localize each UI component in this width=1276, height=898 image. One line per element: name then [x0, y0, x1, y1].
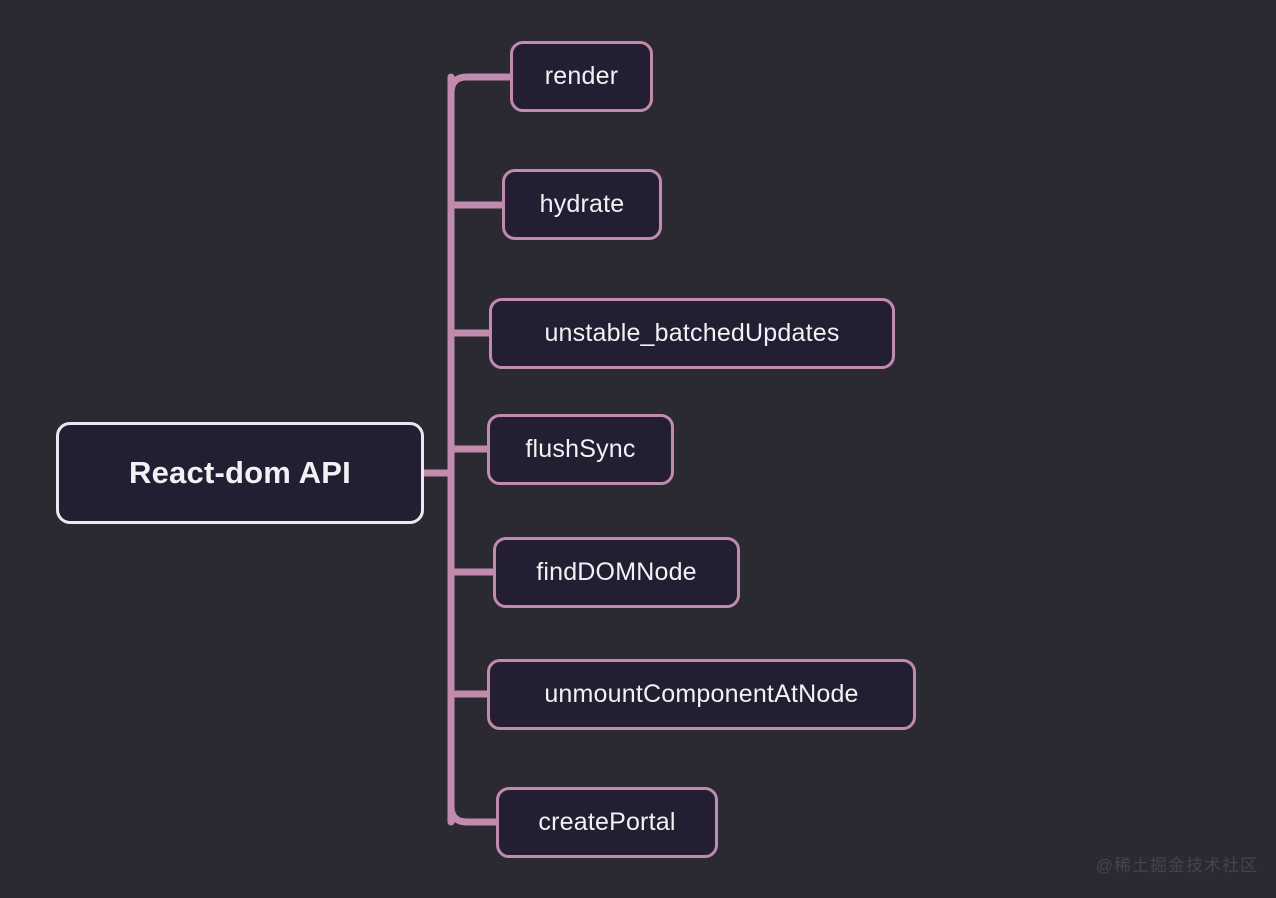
child-node-label: hydrate — [539, 190, 625, 218]
root-node-label: React-dom API — [129, 455, 351, 490]
child-node-render[interactable]: render — [510, 41, 653, 112]
child-node-unstable-batchedupdates[interactable]: unstable_batchedUpdates — [489, 298, 895, 369]
child-node-label: createPortal — [538, 808, 676, 836]
child-node-label: render — [544, 62, 619, 90]
child-node-unmountcomponentatnode[interactable]: unmountComponentAtNode — [487, 659, 916, 730]
connector-branch-0 — [447, 73, 514, 97]
child-node-label: unmountComponentAtNode — [544, 680, 859, 708]
child-node-label: findDOMNode — [536, 558, 697, 586]
child-node-label: unstable_batchedUpdates — [544, 319, 840, 347]
watermark: @稀土掘金技术社区 — [1095, 856, 1258, 875]
child-node-createportal[interactable]: createPortal — [496, 787, 718, 858]
child-node-flushsync[interactable]: flushSync — [487, 414, 674, 485]
child-node-hydrate[interactable]: hydrate — [502, 169, 662, 240]
root-node-react-dom-api[interactable]: React-dom API — [56, 422, 424, 524]
connector-branch-6 — [447, 802, 500, 826]
child-node-label: flushSync — [525, 435, 636, 463]
child-node-finddomnode[interactable]: findDOMNode — [493, 537, 740, 608]
